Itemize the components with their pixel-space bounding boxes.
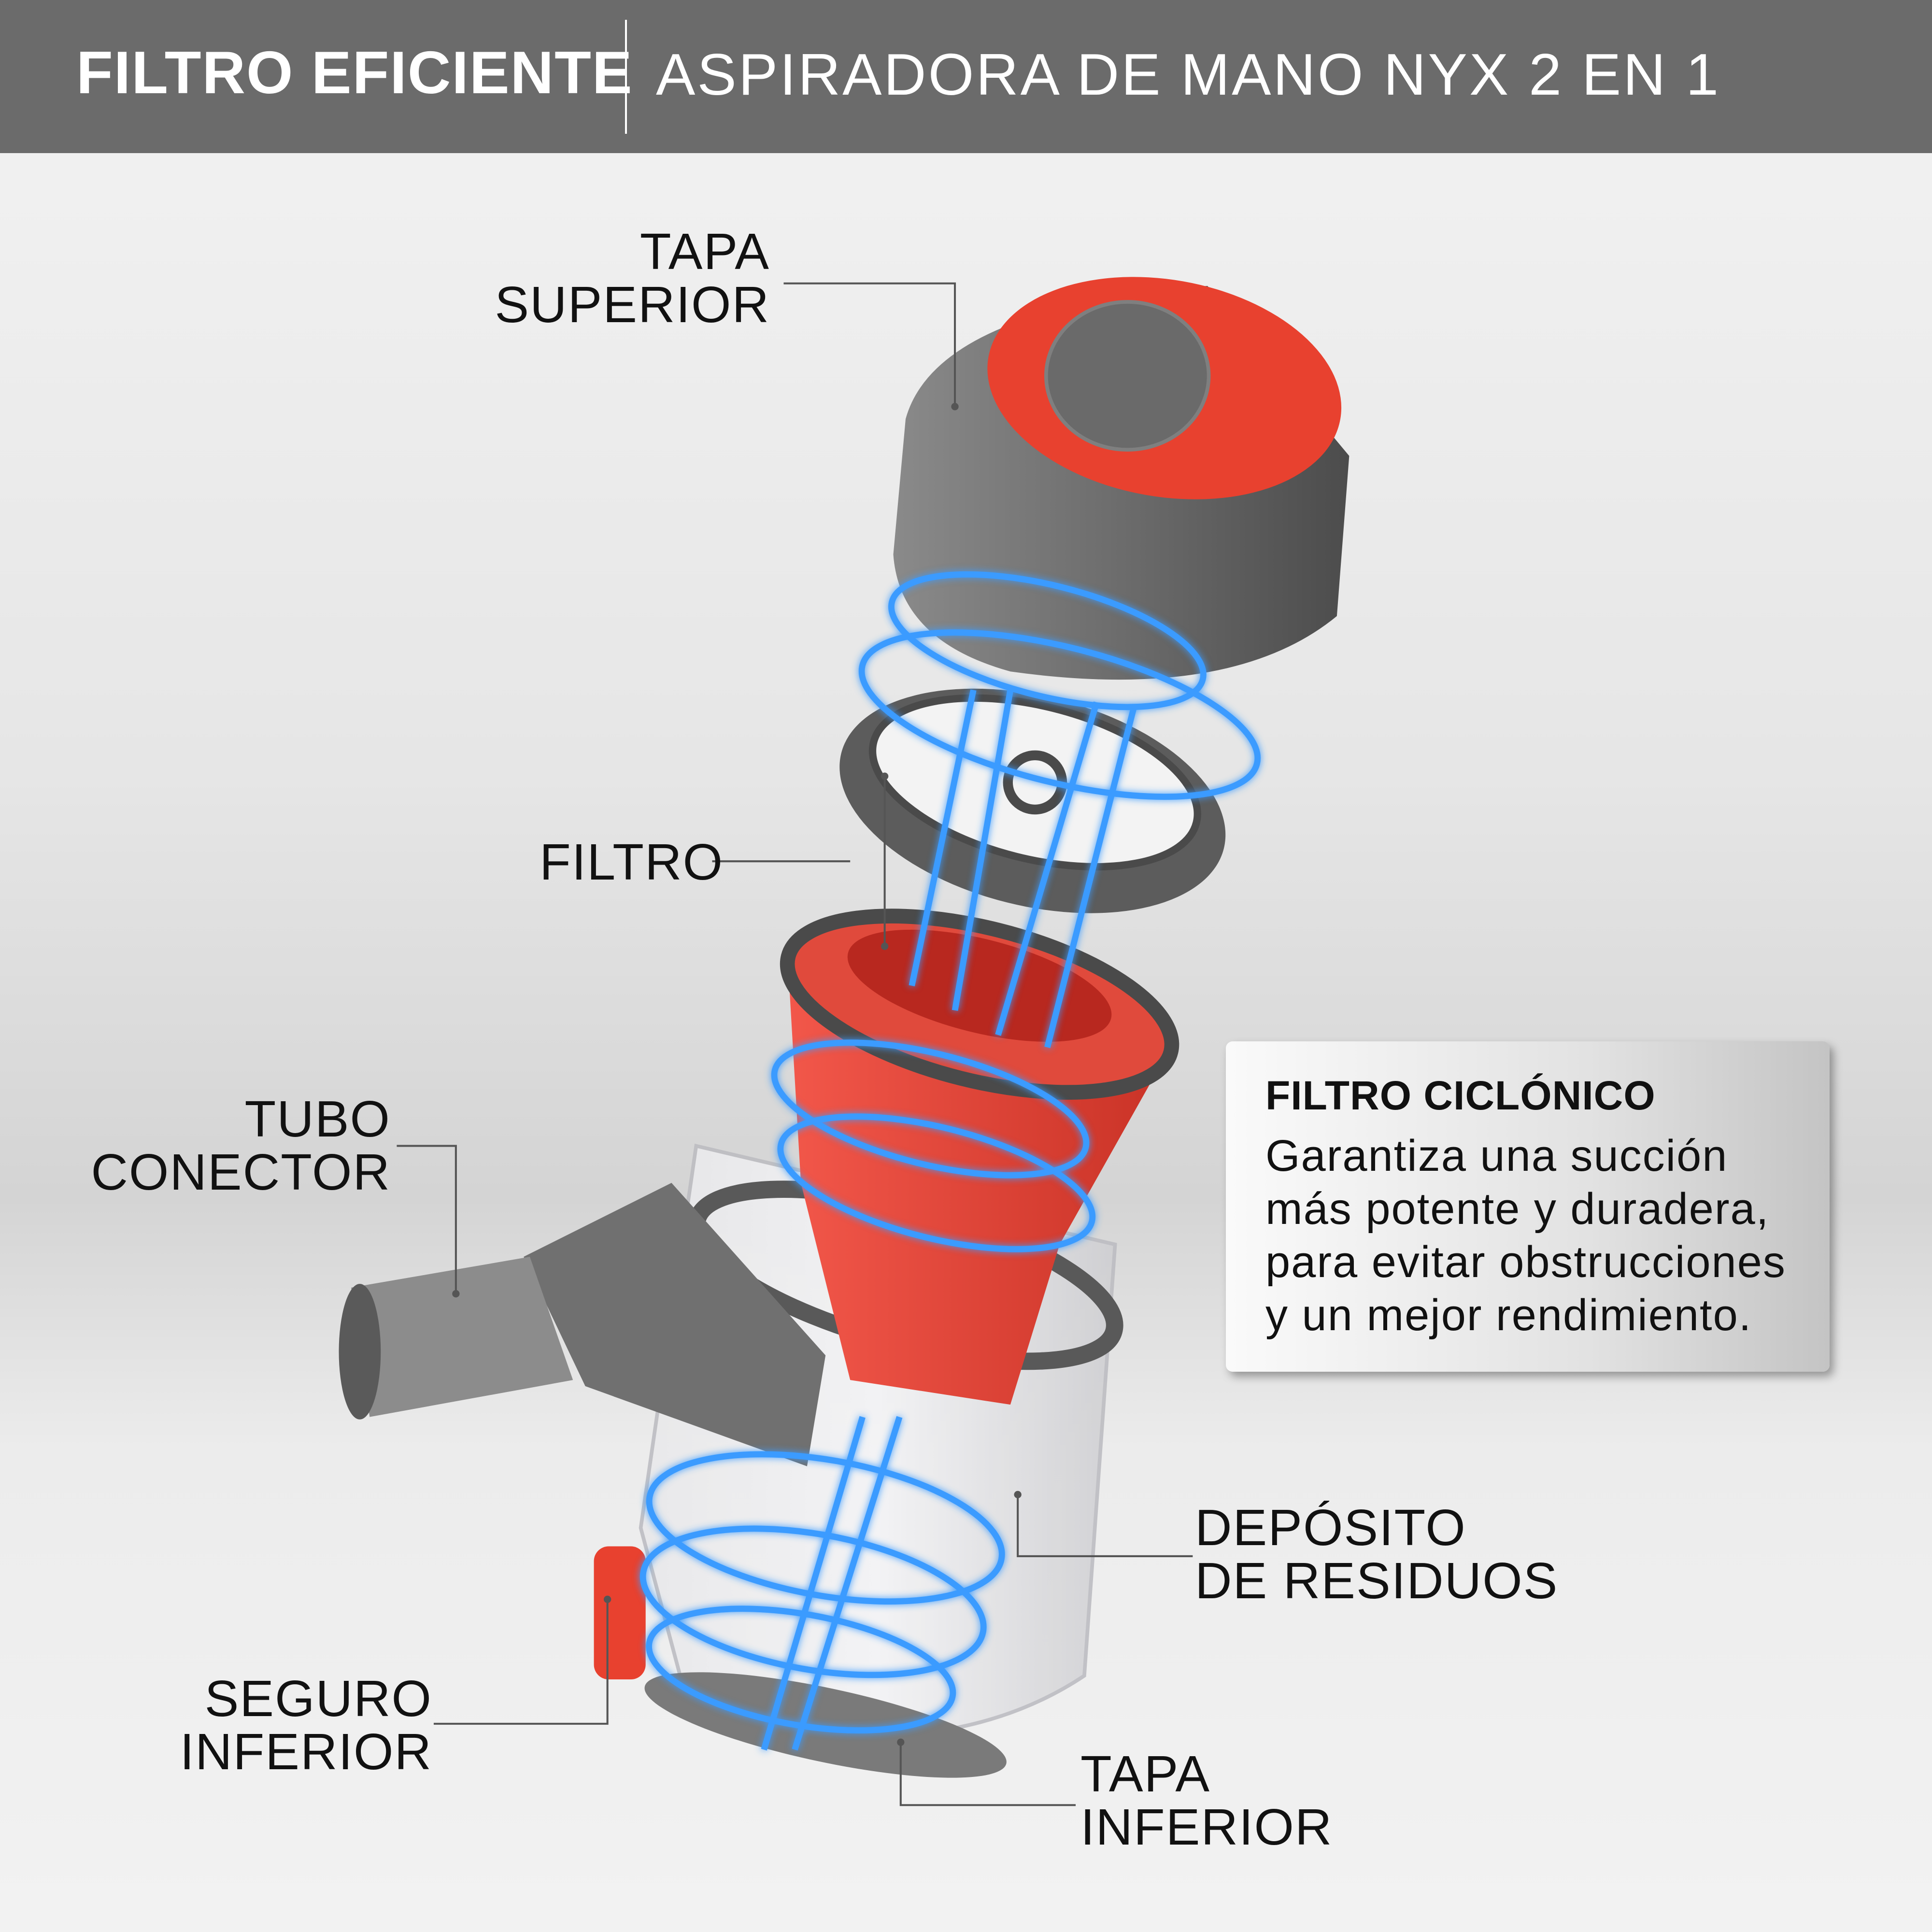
label-line: DEPÓSITO bbox=[1195, 1499, 1466, 1556]
top-cap bbox=[893, 277, 1350, 680]
label-line: CONECTOR bbox=[91, 1144, 391, 1201]
header-subtitle: ASPIRADORA DE MANO NYX 2 EN 1 bbox=[656, 42, 1721, 107]
header-title: FILTRO EFICIENTE bbox=[76, 40, 633, 106]
leader-lines bbox=[397, 282, 1193, 1806]
label-line: TAPA bbox=[1080, 1746, 1211, 1803]
info-line: y un mejor rendimiento. bbox=[1265, 1291, 1752, 1340]
label-line: TUBO bbox=[244, 1091, 391, 1148]
label-line: DE RESIDUOS bbox=[1195, 1552, 1559, 1609]
info-body: Garantiza una succión más potente y dura… bbox=[1265, 1129, 1786, 1342]
label-line: TAPA bbox=[639, 223, 770, 280]
info-box: FILTRO CICLÓNICO Garantiza una succión m… bbox=[1226, 1041, 1830, 1372]
airflow-rings bbox=[639, 571, 1261, 1751]
label-seguro-inferior: SEGURO INFERIOR bbox=[180, 1672, 432, 1778]
label-line: INFERIOR bbox=[1080, 1799, 1333, 1856]
label-line: FILTRO bbox=[540, 834, 724, 891]
info-line: más potente y duradera, bbox=[1265, 1184, 1770, 1234]
label-line: SEGURO bbox=[204, 1670, 432, 1727]
info-line: Garantiza una succión bbox=[1265, 1131, 1728, 1180]
info-line: para evitar obstrucciones bbox=[1265, 1237, 1786, 1287]
header-divider bbox=[625, 20, 627, 134]
cyclone-filter bbox=[780, 909, 1179, 1405]
info-title: FILTRO CICLÓNICO bbox=[1265, 1073, 1656, 1118]
label-line: SUPERIOR bbox=[495, 276, 770, 333]
label-filtro: FILTRO bbox=[540, 836, 724, 889]
header-bar: FILTRO EFICIENTE ASPIRADORA DE MANO NYX … bbox=[0, 0, 1932, 153]
leader-dots bbox=[452, 403, 1022, 1746]
connector-tube bbox=[339, 1182, 826, 1466]
label-tapa-superior: TAPA SUPERIOR bbox=[495, 225, 770, 331]
bottom-lock bbox=[594, 1546, 646, 1680]
label-tapa-inferior: TAPA INFERIOR bbox=[1080, 1747, 1333, 1854]
label-tubo-conector: TUBO CONECTOR bbox=[91, 1093, 391, 1199]
label-deposito: DEPÓSITO DE RESIDUOS bbox=[1195, 1501, 1558, 1607]
label-line: INFERIOR bbox=[180, 1723, 432, 1780]
